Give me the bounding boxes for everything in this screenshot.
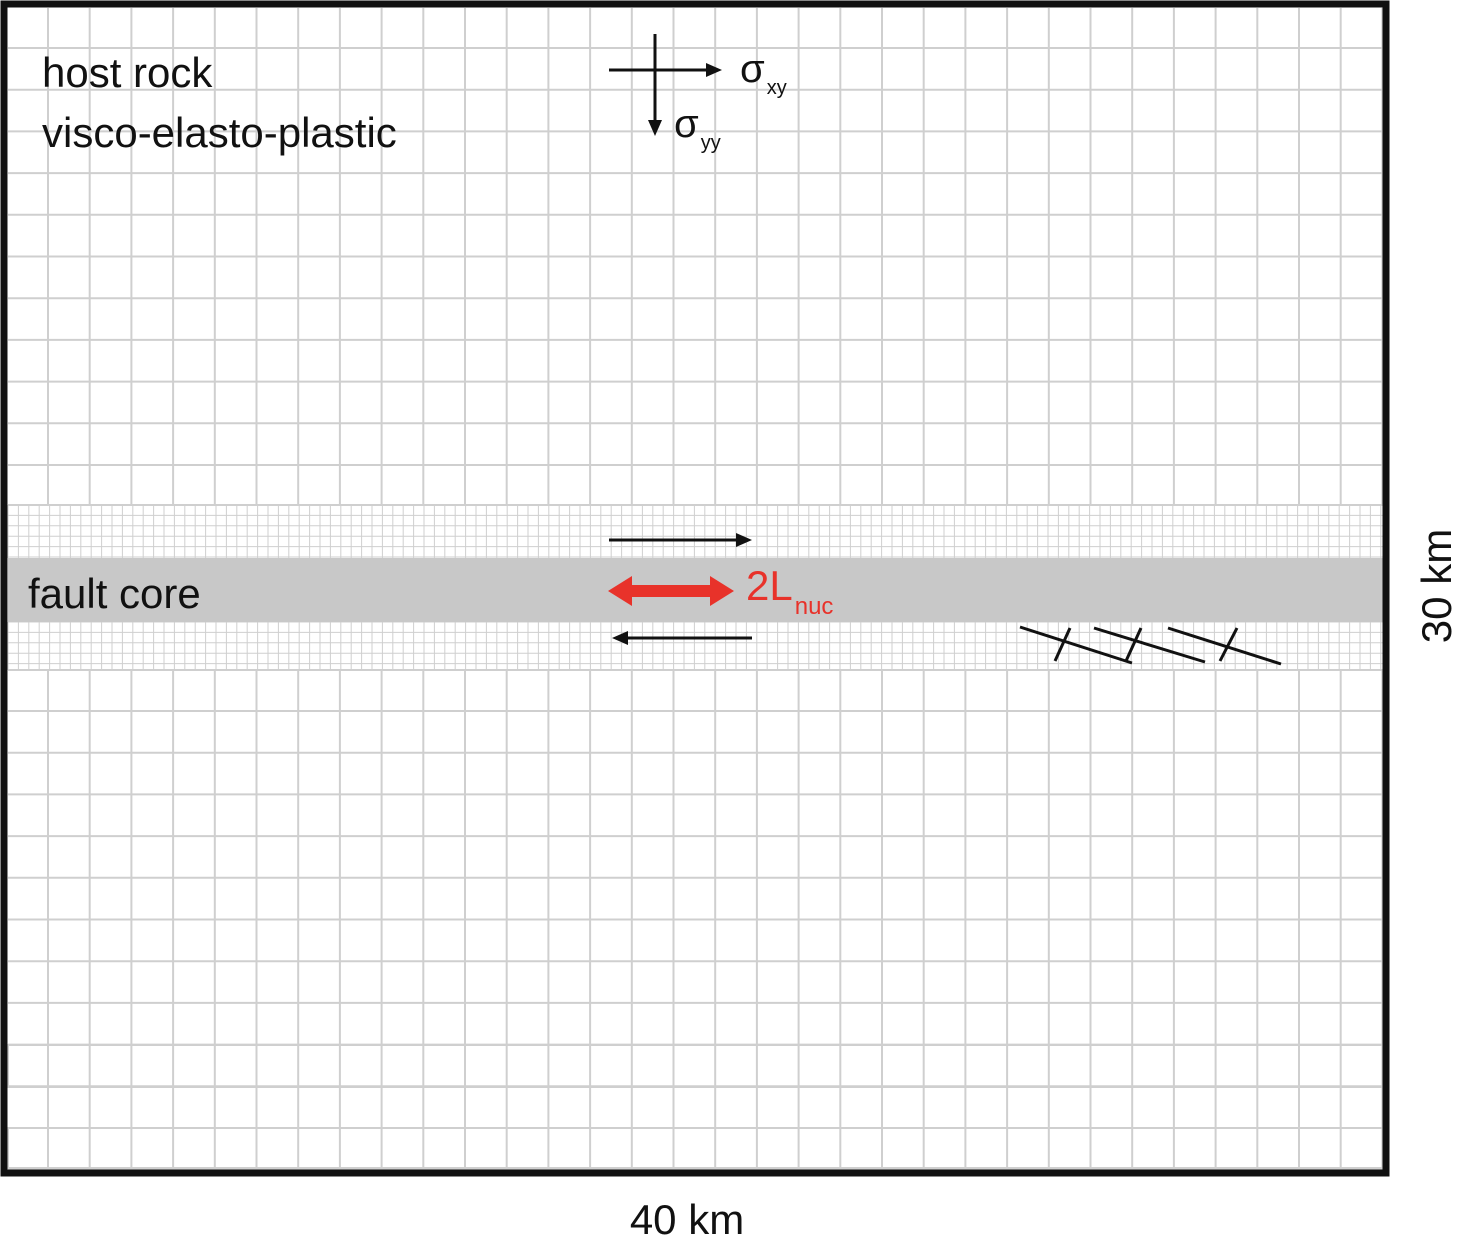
damage-zone-mesh: [7, 504, 1384, 670]
host-rock-label: host rock: [42, 49, 213, 96]
fault-core-label: fault core: [28, 570, 201, 617]
nucleation-arrow: [608, 576, 734, 606]
fault-slip-symbols: [1019, 625, 1282, 666]
domain-frame: [0, 0, 1390, 1177]
shear-arrows: [609, 533, 752, 645]
height-label: 30 km: [1413, 529, 1460, 643]
stress-axes: [609, 34, 722, 136]
nucleation-label: 2Lnuc: [746, 562, 833, 620]
width-label: 40 km: [630, 1196, 744, 1243]
rheology-label: visco-elasto-plastic: [42, 109, 397, 156]
